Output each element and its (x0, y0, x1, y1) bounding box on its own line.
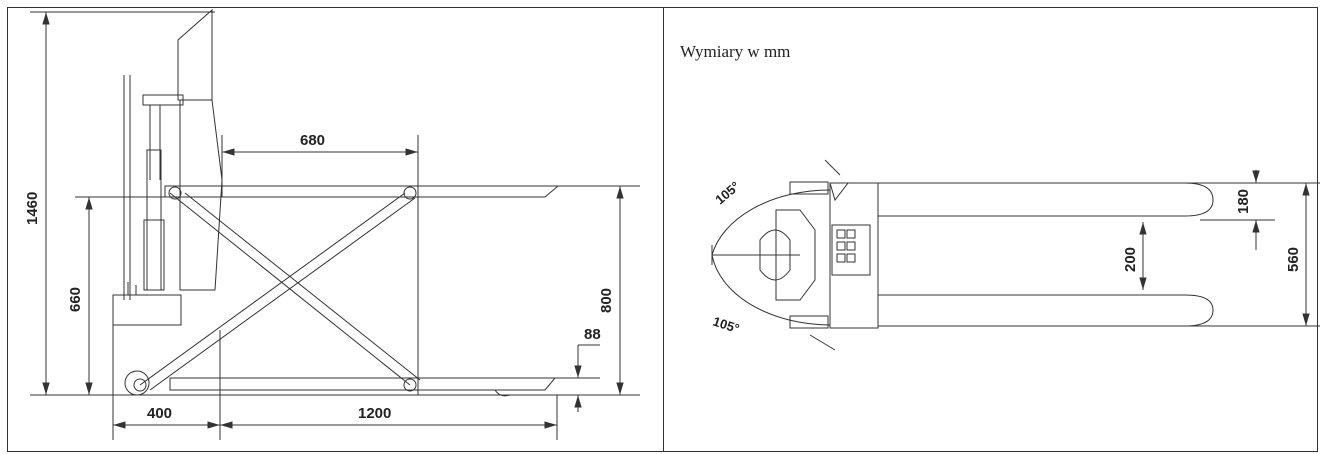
dim-platform-high-height: 800 (598, 288, 615, 313)
dim-platform-low-height: 660 (67, 287, 84, 312)
dim-fork-gap: 200 (1122, 247, 1139, 272)
dim-platform-length-top: 680 (300, 132, 325, 149)
dim-overall-width: 560 (1285, 247, 1302, 272)
dim-rear-length: 400 (147, 405, 172, 422)
top-view-drawing (711, 159, 1320, 351)
dim-fork-width: 180 (1235, 189, 1252, 214)
outer-border (7, 7, 1318, 452)
units-caption: Wymiary w mm (680, 42, 791, 61)
dim-fork-height: 88 (584, 326, 601, 343)
dim-angle-top: 105° (712, 179, 742, 208)
dim-fork-length: 1200 (358, 405, 391, 422)
dim-angle-bottom: 105° (711, 314, 741, 337)
panel-divider (663, 7, 664, 452)
dim-total-height: 1460 (24, 192, 41, 225)
